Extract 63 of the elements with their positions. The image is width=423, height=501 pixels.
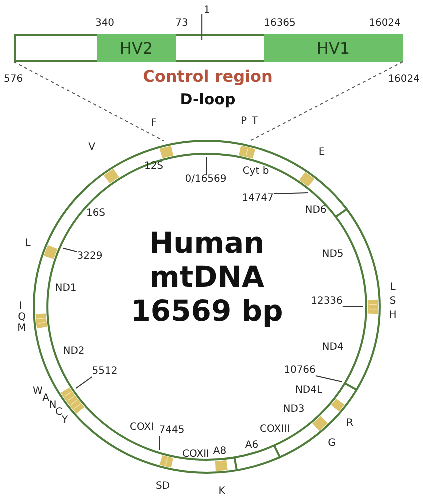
leader-line <box>342 306 364 308</box>
trna-label: G <box>328 439 336 449</box>
trna-label: F <box>151 119 157 129</box>
position-number: 73 <box>176 19 188 29</box>
position-number: 3229 <box>77 252 103 262</box>
trna-label: S <box>390 297 396 307</box>
trna-label: V <box>88 143 96 153</box>
trna-label: E <box>318 148 326 158</box>
position-number: 12336 <box>311 297 343 307</box>
trna-label: A <box>42 394 50 404</box>
trna-label: T <box>252 117 258 127</box>
trna-label: N <box>49 401 57 411</box>
gene-label: ND5 <box>322 250 344 260</box>
trna-label: M <box>18 324 26 334</box>
gene-label: COXII <box>182 450 210 460</box>
region-title: Control region <box>143 69 273 85</box>
gene-label: ND1 <box>55 284 77 294</box>
position-number: 10766 <box>284 366 316 376</box>
region-subtitle: D-loop <box>180 92 236 108</box>
position-number: 340 <box>95 19 115 29</box>
trna-label: R <box>346 419 354 429</box>
trna-label: Y <box>62 416 68 426</box>
trna-label: C <box>56 408 62 418</box>
position-number: 0/16569 <box>185 175 227 185</box>
gene-label: A6 <box>245 441 259 451</box>
trna-label: W <box>33 387 43 397</box>
leader-line <box>273 192 309 194</box>
gene-label: COXI <box>130 423 154 433</box>
gene-label: ND6 <box>305 206 327 216</box>
trna-label: L <box>25 239 31 249</box>
trna-label: P <box>240 117 248 127</box>
leader-line <box>206 156 208 176</box>
leader-line <box>75 376 93 390</box>
segment-label: HV1 <box>316 38 350 58</box>
gene-label: ND4 <box>322 343 344 353</box>
gene-label: 16S <box>86 209 106 219</box>
position-number: 16024 <box>369 19 401 29</box>
position-number: 14747 <box>242 194 274 204</box>
leader-line <box>315 376 343 382</box>
gene-label: 12S <box>144 162 164 172</box>
gene-label: Cyt b <box>242 167 270 177</box>
trna-label: L <box>390 283 396 293</box>
position-number: 576 <box>4 75 24 85</box>
segment-label: HV2 <box>120 38 154 58</box>
gene-label: COXIII <box>260 425 290 435</box>
leader-line <box>62 248 78 252</box>
trna-label: H <box>389 311 397 321</box>
trna-label: K <box>218 487 226 497</box>
trna-label: I <box>20 302 22 312</box>
trna-label: SD <box>156 482 170 492</box>
zoom-line <box>14 62 164 142</box>
trna-label: Q <box>18 313 26 323</box>
gene-label: ND4L <box>295 386 323 396</box>
ring-title: Human mtDNA 16569 bp <box>130 226 284 328</box>
position-number: 5512 <box>92 367 118 377</box>
position-number: 16365 <box>264 19 296 29</box>
position-number: 1 <box>204 6 210 16</box>
position-number: 7445 <box>159 426 185 436</box>
position-number: 16024 <box>388 75 420 85</box>
gene-label: ND3 <box>283 405 305 415</box>
gene-label: ND2 <box>63 347 85 357</box>
zoom-line <box>250 62 404 142</box>
gene-label: A8 <box>213 447 227 457</box>
